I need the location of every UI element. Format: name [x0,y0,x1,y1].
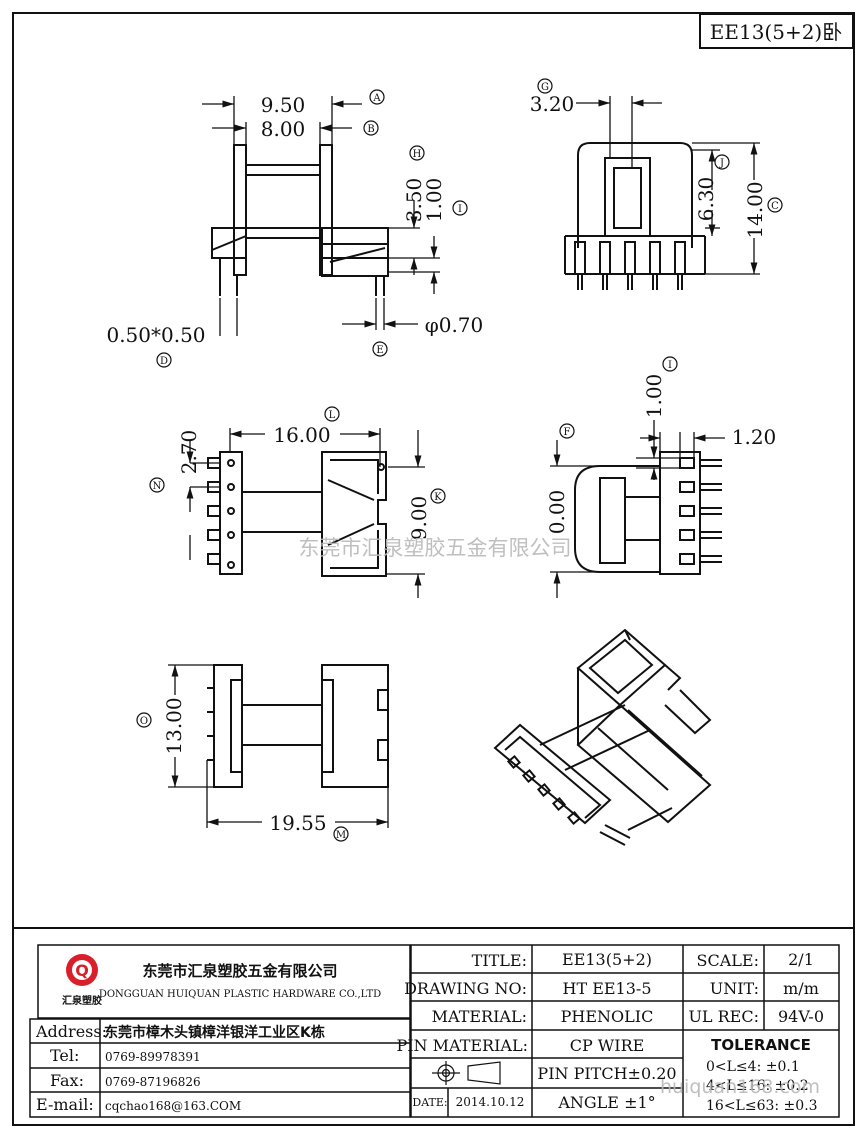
callout-k: K [434,492,442,503]
dim-r: 1.20 [732,425,777,449]
dim-k: 9.00 [407,496,431,541]
callout-l: L [329,410,336,421]
callouts [136,78,783,842]
callout-i-right: I [668,360,672,371]
address-value: 东莞市樟木头镇樟洋银洋工业区K栋 [104,1024,325,1041]
tolerance-row-2: 4<L≤16: ±0.2 [706,1078,809,1094]
tolerance-label: TOLERANCE [711,1036,811,1054]
fax-value: 0769-87196826 [105,1075,201,1089]
dim-o: 13.00 [162,697,186,754]
watermark-text: 东莞市汇泉塑胶五金有限公司 [299,536,572,560]
dim-f: 0.00 [545,490,569,535]
pin-material-label: PIN MATERIAL: [396,1036,528,1055]
drawing-no-label: DRAWING NO: [404,979,527,998]
scale-label: SCALE: [697,951,759,970]
company-name-en: DONGGUAN HUIQUAN PLASTIC HARDWARE CO.,LT… [99,989,381,1000]
angle: ANGLE ±1° [557,1093,655,1112]
material-label: MATERIAL: [432,1007,527,1026]
tolerance-row-3: 16<L≤63: ±0.3 [706,1098,818,1114]
view-front [564,142,706,290]
dim-g: 3.20 [530,92,575,116]
callout-f: F [564,427,571,438]
email-value: cqchao168@163.COM [105,1099,241,1113]
callout-a: A [372,93,381,104]
dimension-labels: 9.50 8.00 3.50 1.00 0.50*0.50 φ0.70 3.20… [106,92,776,835]
company-logo: Q 汇泉塑胶 [62,954,102,1007]
unit-label: UNIT: [710,979,759,998]
unit-value: m/m [783,979,819,998]
view-bottom [207,664,389,788]
callout-j: J [719,158,724,169]
callout-h: H [413,149,422,160]
dim-a: 9.50 [261,93,306,117]
dim-b: 8.00 [261,117,306,141]
logo-letter: Q [75,961,89,980]
date-value: 2014.10.12 [456,1095,525,1109]
callout-m: M [336,830,346,841]
date-label: DATE: [412,1096,447,1109]
tel-value: 0769-89978391 [105,1050,201,1064]
sheet-border [12,12,855,1126]
view-side [211,144,389,296]
title-label: TITLE: [472,951,527,970]
part-code-box [699,13,854,49]
callout-b: B [367,124,374,135]
watermark-url: huiquan168.com [660,1076,820,1098]
callout-g: G [541,82,549,93]
callout-i-top: I [458,204,462,215]
callout-c: C [771,201,779,212]
title-value: EE13(5+2) [562,950,652,969]
tel-label: Tel: [50,1046,79,1065]
email-label: E-mail: [36,1095,94,1114]
dim-e: φ0.70 [425,313,484,337]
company-name-cn: 东莞市汇泉塑胶五金有限公司 [142,962,337,980]
dim-h: 3.50 [402,178,426,223]
pin-pitch: PIN PITCH±0.20 [537,1064,676,1083]
part-code: EE13(5+2)卧 [710,20,842,44]
dim-i-top: 1.00 [422,178,446,223]
dim-c: 14.00 [743,181,767,238]
callout-e: E [376,345,383,356]
logo-caption: 汇泉塑胶 [62,994,102,1007]
dim-d: 0.50*0.50 [106,323,205,347]
pin-material-value: CP WIRE [570,1036,645,1055]
view-right [574,451,722,575]
scale-value: 2/1 [788,950,814,969]
callout-letters: A B H I D E G J C L N K I F O M [140,82,779,841]
callout-d: D [160,356,168,367]
title-block-grid [29,944,840,1118]
material-value: PHENOLIC [561,1007,654,1026]
drawing-no-value: HT EE13-5 [562,979,651,998]
dim-i-right: 1.00 [642,374,666,419]
tolerance-row-1: 0<L≤4: ±0.1 [706,1059,800,1075]
address-label: Address: [35,1022,107,1041]
dim-l: 16.00 [273,423,330,447]
view-isometric [493,628,712,846]
projection-symbol-icon [432,1061,501,1085]
callout-o: O [140,716,148,727]
ul-rec-label: UL REC: [688,1007,759,1026]
dim-n: 2.70 [177,430,201,475]
ul-rec-value: 94V-0 [778,1007,824,1026]
view-top [207,451,387,577]
dim-j: 6.30 [694,177,718,222]
fax-label: Fax: [50,1071,84,1090]
dim-m: 19.55 [269,811,326,835]
callout-n: N [153,481,162,492]
